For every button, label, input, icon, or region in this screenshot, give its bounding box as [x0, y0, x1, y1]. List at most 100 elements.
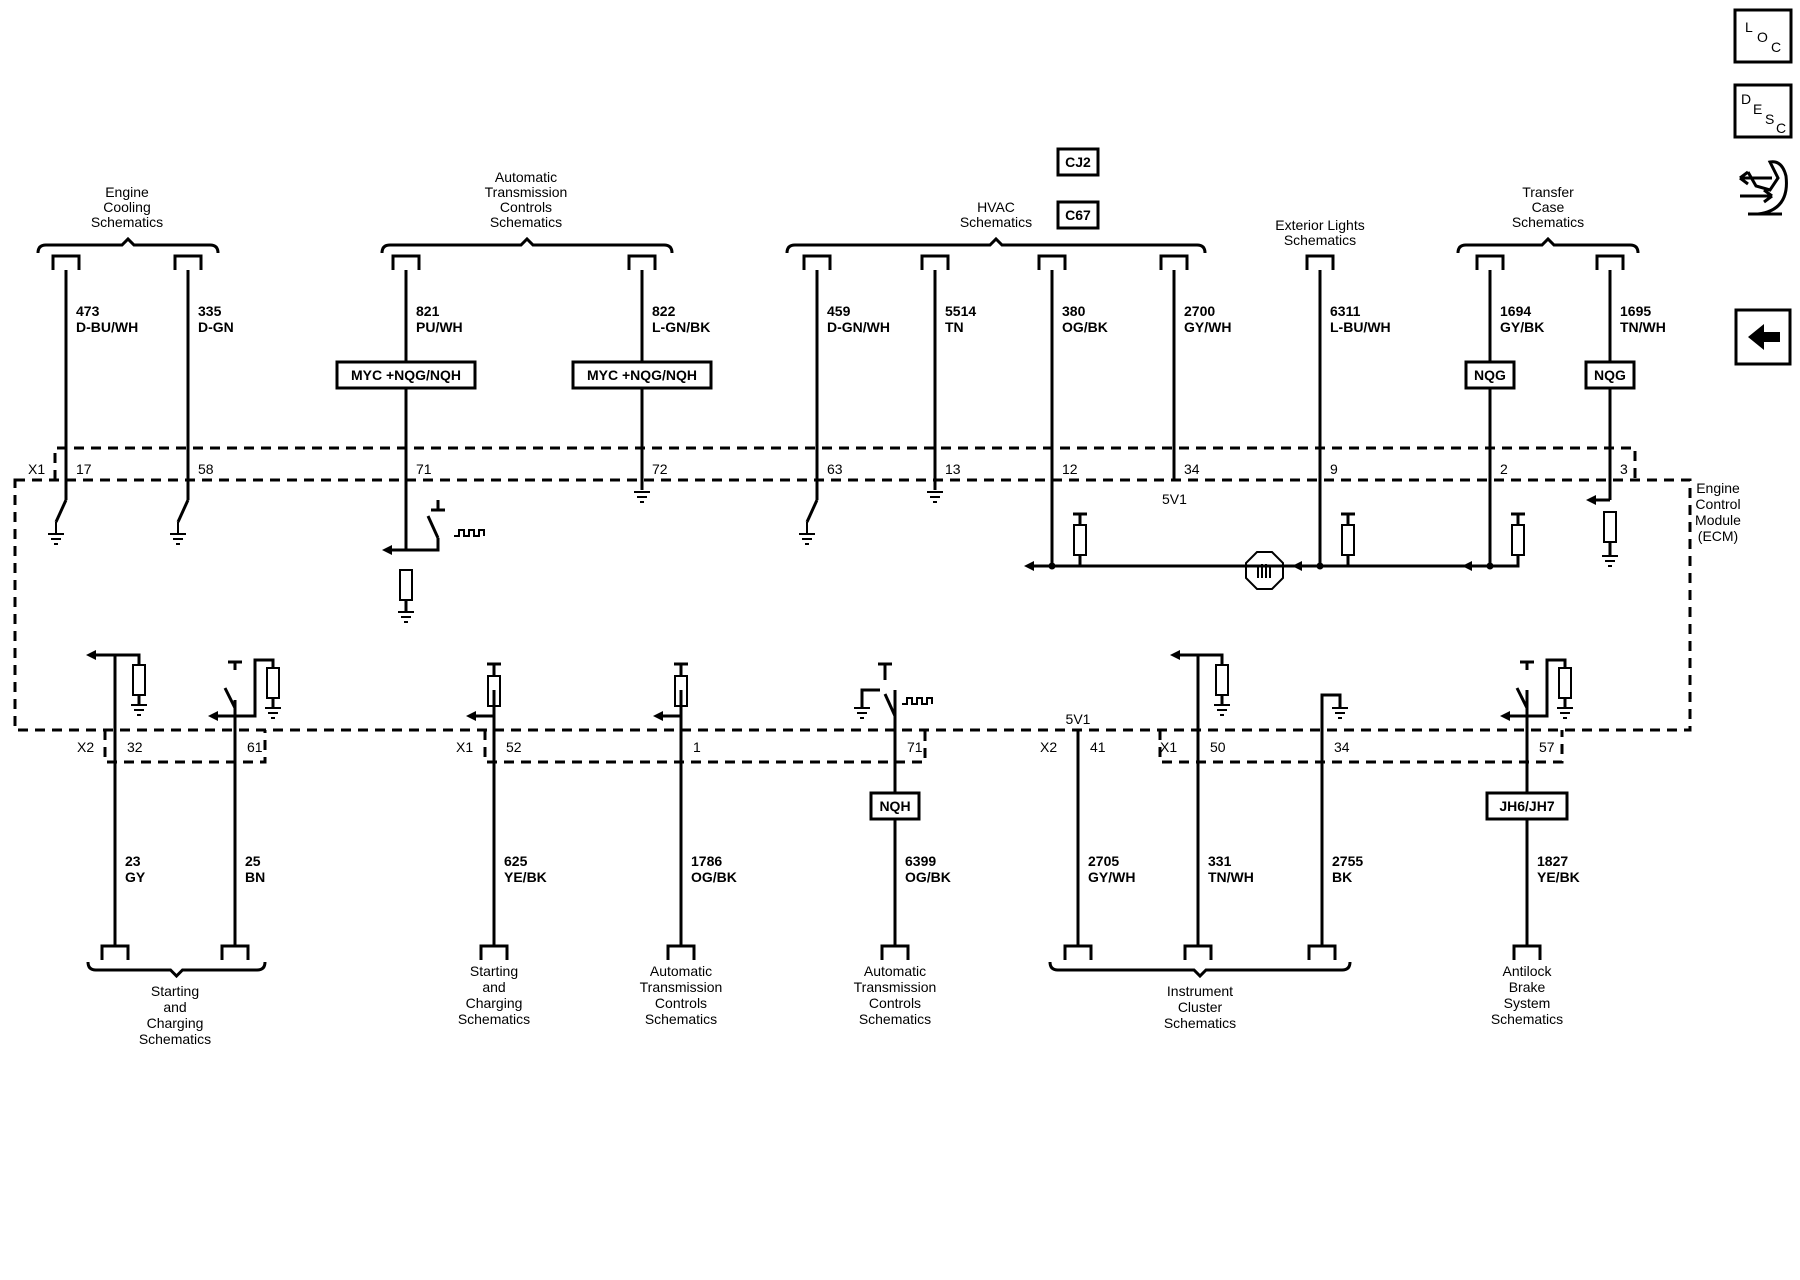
- group-bracket: [1456, 236, 1640, 254]
- wire-color: TN: [945, 319, 964, 335]
- ecm-label-text: Engine: [1696, 480, 1740, 496]
- switch-blade: [883, 693, 897, 717]
- wire-color: L-BU/WH: [1330, 319, 1391, 335]
- arrow-left-icon: [1500, 711, 1510, 721]
- switch-lead: [406, 538, 440, 552]
- loc-button[interactable]: LOC: [1733, 8, 1793, 64]
- desc-button-frame: [1733, 83, 1793, 139]
- circuit-number: 473: [76, 303, 100, 319]
- arrow-left-icon: [1739, 170, 1772, 186]
- option-box-frame: [335, 360, 477, 390]
- arrow-right-icon: [1740, 188, 1773, 204]
- circuit-number: 335: [198, 303, 222, 319]
- wire-color: D-BU/WH: [76, 319, 138, 335]
- resistor-icon: [1558, 667, 1572, 699]
- back-button[interactable]: [1734, 308, 1792, 366]
- resistor-icon: [1603, 511, 1617, 543]
- wire-color: OG/BK: [905, 869, 951, 885]
- ground-icon: [799, 533, 815, 545]
- pin-number: 34: [1334, 739, 1350, 755]
- badge-frame: [1056, 147, 1100, 177]
- switch-blade: [426, 515, 440, 539]
- connector-terminal-icon: [627, 254, 657, 270]
- pin-number: 2: [1500, 461, 1508, 477]
- connector-x1-mid: [483, 730, 927, 764]
- group-title: Controls: [655, 995, 707, 1011]
- pin-number: 34: [1184, 461, 1200, 477]
- circuit-number: 25: [245, 853, 261, 869]
- connector-terminal-icon: [51, 254, 81, 270]
- group-bracket: [380, 236, 674, 254]
- group-bracket: [36, 236, 220, 254]
- connector-terminal-icon: [1159, 254, 1189, 270]
- wrench-arrows-button[interactable]: [1739, 160, 1788, 216]
- option-box-label: JH6/JH7: [1499, 798, 1554, 814]
- option-box: MYC +NQG/NQH: [571, 360, 713, 390]
- option-box: NQG: [1584, 360, 1636, 390]
- ground-icon: [1332, 707, 1348, 719]
- back-arrow-icon: [1748, 324, 1780, 350]
- circuit-number: 1827: [1537, 853, 1568, 869]
- loc-letter: L: [1745, 19, 1753, 35]
- arrow-left-icon: [208, 711, 218, 721]
- desc-letter: E: [1753, 101, 1762, 117]
- pin-number: 32: [127, 739, 143, 755]
- pin-number: 72: [652, 461, 668, 477]
- resistor-icon: [132, 664, 146, 696]
- circuit-number: 5514: [945, 303, 976, 319]
- ground-icon: [48, 533, 64, 545]
- wire-color: GY/WH: [1184, 319, 1231, 335]
- group-title: Engine: [105, 184, 149, 200]
- switch-blade: [54, 499, 68, 523]
- connector-terminal-icon: [1512, 944, 1542, 960]
- resistor-lead: [1490, 555, 1520, 568]
- pin-number: 71: [416, 461, 432, 477]
- badge-label: C67: [1065, 207, 1091, 223]
- group-title: Charging: [466, 995, 523, 1011]
- group-title: Schematics: [1164, 1015, 1236, 1031]
- ground-icon: [170, 533, 186, 545]
- resistor-icon: [266, 667, 280, 699]
- connector-label: X1: [1160, 739, 1177, 755]
- option-box: MYC +NQG/NQH: [335, 360, 477, 390]
- pin-number: 63: [827, 461, 843, 477]
- group-title: Cooling: [103, 199, 150, 215]
- connector-terminal-icon: [1063, 944, 1093, 960]
- group-title: System: [1504, 995, 1551, 1011]
- resistor-lead: [1198, 653, 1224, 665]
- circuit-number: 1695: [1620, 303, 1651, 319]
- group-title: and: [163, 999, 186, 1015]
- top-internal: 5V1: [48, 491, 1618, 623]
- group-title: Controls: [869, 995, 921, 1011]
- group-title: Transfer: [1522, 184, 1574, 200]
- ecm-label-text: Module: [1695, 512, 1741, 528]
- option-box: NQG: [1464, 360, 1516, 390]
- group-title: Schematics: [1284, 232, 1356, 248]
- wire-color: GY/WH: [1088, 869, 1135, 885]
- ground-icon: [634, 491, 650, 503]
- circuit-number: 23: [125, 853, 141, 869]
- option-box-frame: [869, 791, 921, 821]
- circuit-number: 6311: [1330, 303, 1361, 319]
- resistor-lead: [235, 658, 275, 718]
- voltage-reference: 5V1: [1162, 491, 1187, 507]
- connector-terminal-icon: [220, 944, 250, 960]
- arrow-left-icon: [466, 711, 476, 721]
- group-title: Brake: [1509, 979, 1546, 995]
- ground-icon: [927, 491, 943, 503]
- option-box-frame: [571, 360, 713, 390]
